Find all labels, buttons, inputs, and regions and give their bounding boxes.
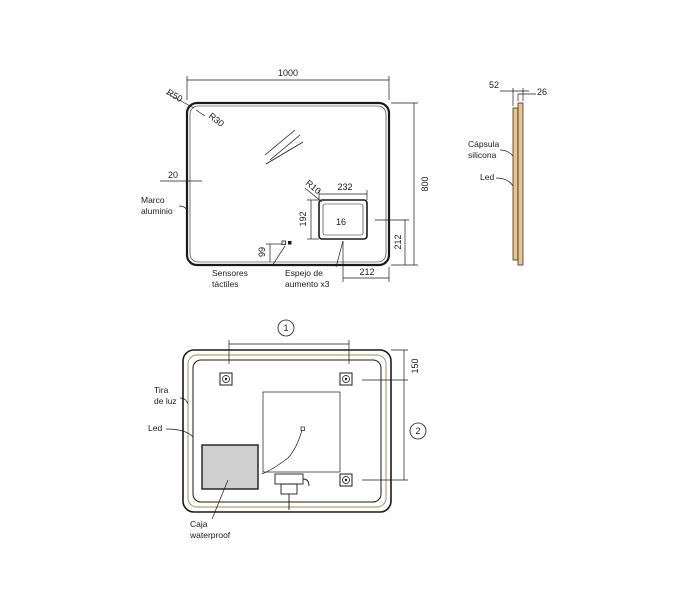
- r30-leader: [195, 109, 206, 117]
- reflection-marks: [264, 129, 304, 165]
- frame-label-leader: [178, 205, 189, 213]
- cable: [261, 429, 303, 475]
- top-offset-dimension: [391, 349, 408, 380]
- callout-1-circle: [277, 319, 295, 337]
- side-led-leader: [495, 177, 514, 187]
- cable-end: [300, 426, 305, 431]
- width-dimension: [186, 76, 390, 100]
- width-value: 1000: [278, 68, 298, 78]
- waterproof-box: [201, 444, 259, 490]
- top-offset-value: 150: [410, 358, 420, 373]
- height-dimension: [391, 102, 418, 266]
- callout-2-label: 2: [415, 426, 420, 436]
- back-view: 1 2 150 Tira de luz Led Caja waterproof: [148, 319, 427, 540]
- mount-bottom-right: [339, 473, 353, 487]
- mag-right-value: 212: [393, 234, 403, 249]
- side-depth-total: 52: [489, 80, 499, 90]
- frame-label-line2: aluminio: [141, 206, 173, 216]
- height-value: 800: [420, 176, 430, 191]
- side-capsule: [512, 107, 519, 261]
- back-light-strip: [187, 354, 387, 508]
- mirror-glass-edge: [189, 105, 387, 263]
- strip-label-line2: de luz: [154, 396, 177, 406]
- capsule-label-line2: silicona: [468, 150, 497, 160]
- box-label-line1: Caja: [190, 519, 208, 529]
- back-led-leader: [165, 428, 194, 438]
- mag-bottom-value: 212: [359, 267, 374, 277]
- frame-label-line1: Marco: [141, 195, 165, 205]
- capsule-leader: [499, 149, 514, 157]
- back-led-label: Led: [148, 423, 162, 433]
- front-view: 1000 800 R50 R30 20 Marco aluminio R10: [141, 68, 430, 289]
- mag-right-dimension: [375, 219, 409, 265]
- box-label-line2: waterproof: [189, 530, 231, 540]
- sensors-leader: [271, 245, 286, 267]
- frame-offset-value: 20: [168, 170, 178, 180]
- sensor-offset-value: 99: [257, 247, 267, 257]
- sensors-label-line2: táctiles: [212, 279, 238, 289]
- mount-spacing-dimension: [228, 340, 350, 364]
- side-led-label: Led: [480, 172, 494, 182]
- mag-bottom-dimension: [342, 241, 390, 282]
- mag-width-value: 232: [337, 182, 352, 192]
- back-center-plate: [262, 391, 341, 473]
- r30-label: R30: [207, 111, 226, 129]
- strip-label-line1: Tira: [154, 385, 169, 395]
- capsule-label-line1: Cápsula: [468, 139, 499, 149]
- r10-label: R10: [304, 178, 323, 196]
- mag-width-dimension: [318, 190, 368, 200]
- r50-leader: [165, 92, 195, 109]
- callout-1-label: 1: [283, 323, 288, 333]
- mag-height-value: 192: [298, 211, 308, 226]
- mount-height-dimension: [362, 379, 408, 481]
- mount-top-left: [219, 372, 233, 386]
- callout-2-circle: [409, 422, 427, 440]
- strip-leader: [179, 397, 189, 405]
- magnifier-label-line1: Espejo de: [285, 268, 323, 278]
- mount-top-right: [339, 372, 353, 386]
- back-panel: [192, 359, 382, 503]
- box-leader: [211, 479, 229, 520]
- sensor-offset-dimension: [266, 243, 282, 262]
- mirror-frame: [185, 101, 391, 267]
- side-view: 52 26 Cápsula silicona Led: [468, 80, 547, 266]
- side-depth-dimension: [500, 88, 536, 106]
- mag-inner-value: 16: [336, 217, 346, 227]
- mag-height-dimension: [307, 199, 319, 240]
- sensors-label-line1: Sensores: [212, 268, 248, 278]
- magnifier-inner: [322, 203, 364, 236]
- sensor-square-2: [288, 241, 292, 245]
- magnifier-outer: [318, 199, 368, 240]
- magnifier-leader: [335, 240, 344, 268]
- connector: [274, 473, 310, 510]
- magnifier-label-line2: aumento x3: [285, 279, 330, 289]
- side-frame: [517, 102, 524, 266]
- sensor-square-1: [281, 240, 286, 245]
- side-depth-frame: 26: [537, 87, 547, 97]
